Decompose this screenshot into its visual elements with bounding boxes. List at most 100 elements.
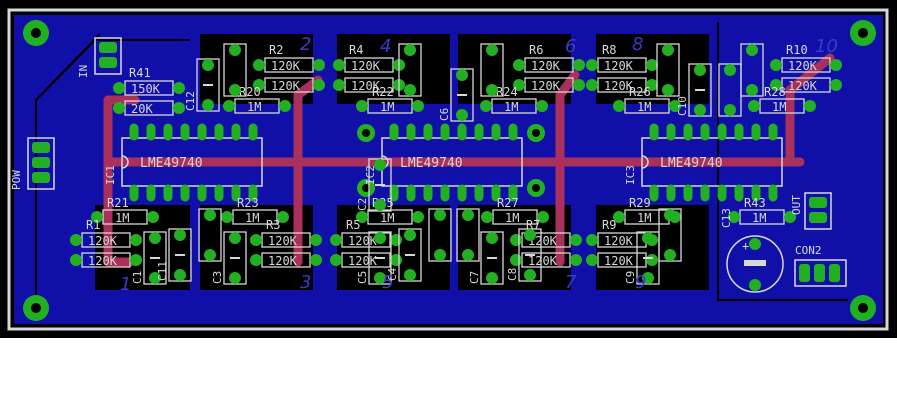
capacitor-extra (398, 43, 422, 97)
pad (669, 100, 681, 112)
resistor-value: 120K (788, 79, 818, 93)
ic-ref: IC2 (364, 165, 377, 185)
pour-keepout-right (717, 22, 848, 301)
resistor-value: 1M (772, 100, 786, 114)
resistor-value: 120K (268, 254, 298, 268)
pad (214, 184, 224, 202)
pad (570, 254, 582, 266)
resistor-value: 1M (637, 211, 651, 225)
pad (277, 211, 289, 223)
pad (586, 254, 598, 266)
pad (510, 254, 522, 266)
pad (113, 102, 125, 114)
pad (474, 184, 484, 202)
electrolytic-cap: +C13 (720, 208, 784, 293)
pad (613, 211, 625, 223)
capacitor: C11 (156, 228, 192, 282)
resistor-value: 120K (351, 79, 381, 93)
pad (804, 100, 816, 112)
pad (457, 123, 467, 141)
pad (146, 184, 156, 202)
pad (746, 44, 758, 56)
pad (683, 123, 693, 141)
pad (197, 184, 207, 202)
cap-ref: C4 (386, 267, 399, 281)
pad (180, 123, 190, 141)
ecap-plus: + (742, 239, 749, 253)
pad (728, 211, 740, 223)
pad (586, 79, 598, 91)
capacitor-extra (456, 208, 480, 262)
resistor-value: 1M (752, 211, 766, 225)
pad (310, 254, 322, 266)
ecap-outline (726, 235, 784, 293)
pad (404, 269, 416, 281)
connector-label: IN (77, 65, 90, 78)
pad (830, 59, 842, 71)
pad (250, 234, 262, 246)
connector-pin (809, 197, 827, 208)
resistor-value: 120K (271, 79, 301, 93)
pad (751, 184, 761, 202)
connector-pin (799, 264, 810, 282)
pad (374, 199, 386, 211)
pad (412, 211, 424, 223)
channel-number-4: 4 (380, 36, 391, 57)
pad (734, 123, 744, 141)
pad (486, 232, 498, 244)
pad (180, 184, 190, 202)
capacitor: C12 (184, 58, 220, 112)
channel-number-1: 1 (120, 274, 131, 295)
pour-keepout-left2 (35, 33, 101, 300)
pad (279, 100, 291, 112)
connector-pin (99, 57, 117, 68)
pad (510, 234, 522, 246)
ic-body (641, 137, 783, 187)
resistor-ref: R27 (497, 196, 519, 210)
pad (356, 100, 368, 112)
pad (129, 184, 139, 202)
pad (537, 211, 549, 223)
pad (784, 211, 796, 223)
pad (406, 123, 416, 141)
pad (486, 84, 498, 96)
pad (248, 184, 258, 202)
connector-con2: CON2 (794, 244, 847, 287)
resistor-value: 1M (115, 211, 129, 225)
pad (197, 123, 207, 141)
channel-number-10: 10 (815, 36, 838, 57)
pad (642, 272, 654, 284)
pad (724, 64, 736, 76)
resistor-value: 1M (380, 100, 394, 114)
ic-ref: IC1 (104, 165, 117, 185)
pad (474, 123, 484, 141)
pad (770, 79, 782, 91)
cap-ref: C12 (184, 91, 197, 111)
cap-ref: C7 (468, 271, 481, 284)
pad (423, 184, 433, 202)
pad (700, 184, 710, 202)
pad (462, 209, 474, 221)
pad (174, 229, 186, 241)
resistor-ref: R6 (529, 43, 543, 57)
capacitor: C9 (624, 231, 660, 285)
pad (202, 59, 214, 71)
via-drill (532, 184, 540, 192)
connector-label: POW (10, 170, 23, 190)
pad (662, 44, 674, 56)
pad (457, 184, 467, 202)
pad (389, 184, 399, 202)
resistor-value: 120K (348, 234, 378, 248)
pad (683, 184, 693, 202)
pad (664, 249, 676, 261)
resistor-value: 120K (604, 234, 634, 248)
resistor-value: 120K (88, 254, 118, 268)
pad (333, 59, 345, 71)
pad (250, 254, 262, 266)
